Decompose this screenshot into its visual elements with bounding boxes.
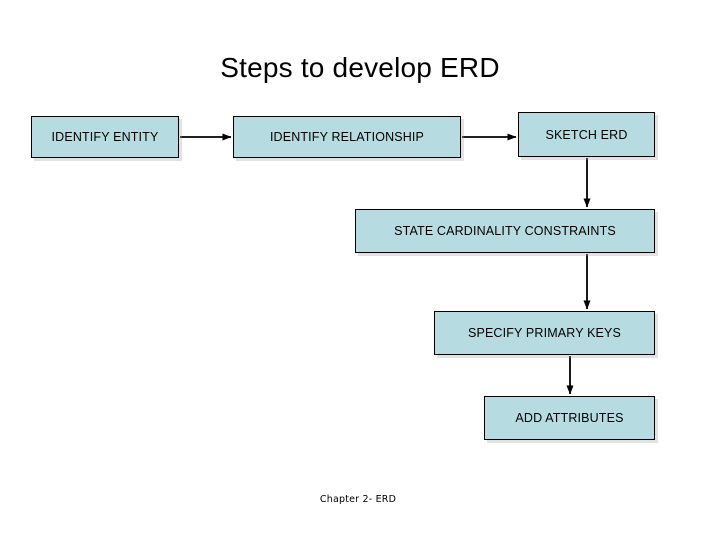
flow-node-add-attributes[interactable]: ADD ATTRIBUTES — [484, 396, 655, 440]
slide-footer: Chapter 2- ERD — [319, 494, 397, 505]
flow-node-specify-primary-keys[interactable]: SPECIFY PRIMARY KEYS — [434, 311, 655, 355]
flow-node-identify-entity[interactable]: IDENTIFY ENTITY — [31, 116, 179, 158]
flow-node-state-cardinality-constraints[interactable]: STATE CARDINALITY CONSTRAINTS — [355, 209, 655, 253]
flow-node-sketch-erd[interactable]: SKETCH ERD — [518, 112, 655, 157]
page-title: Steps to develop ERD — [220, 52, 500, 83]
flow-node-identify-relationship[interactable]: IDENTIFY RELATIONSHIP — [233, 116, 461, 158]
